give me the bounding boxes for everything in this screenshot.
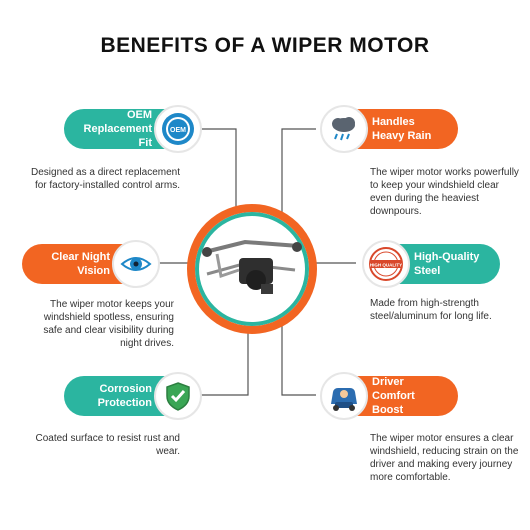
benefit-oem-pill: OEM Replacement Fit OEM: [64, 105, 202, 153]
benefit-night-title: Clear Night Vision: [51, 251, 110, 277]
benefit-corrosion-description: Coated surface to resist rust and wear.: [35, 433, 180, 457]
benefit-rain-title: Handles Heavy Rain: [372, 116, 432, 142]
benefit-oem-title: OEM Replacement Fit: [83, 109, 152, 149]
shield-check-icon: [154, 372, 202, 420]
benefit-steel-description: Made from high-strength steel/aluminum f…: [370, 298, 492, 322]
benefit-oem-description: Designed as a direct replacement for fac…: [31, 167, 180, 191]
benefit-corrosion-title: Corrosion Protection: [97, 383, 152, 409]
quality-stamp-icon: HIGH QUALITY: [362, 240, 410, 288]
quality-badge-text: HIGH QUALITY: [370, 263, 402, 268]
driver-car-icon: [320, 372, 368, 420]
benefit-night-pill: Clear Night Vision: [22, 240, 160, 288]
page-title: BENEFITS OF A WIPER MOTOR: [100, 34, 430, 57]
benefit-comfort-description: The wiper motor ensures a clear windshie…: [370, 433, 519, 483]
benefit-rain-description: The wiper motor works powerfully to keep…: [370, 167, 519, 217]
benefit-rain-pill: Handles Heavy Rain: [320, 105, 458, 153]
eye-icon: [112, 240, 160, 288]
benefit-steel-pill: HIGH QUALITY High-Quality Steel: [362, 240, 500, 288]
benefit-comfort-pill: Driver Comfort Boost: [320, 372, 458, 420]
oem-seal-icon: OEM: [154, 105, 202, 153]
benefit-night-description: The wiper motor keeps your windshield sp…: [43, 299, 174, 349]
wiper-motor-assembly-icon: [202, 239, 302, 294]
oem-badge-text: OEM: [170, 127, 186, 134]
benefit-corrosion-pill: Corrosion Protection: [64, 372, 202, 420]
rain-cloud-icon: [320, 105, 368, 153]
wiper-motor-image: [187, 204, 317, 334]
benefit-steel-title: High-Quality Steel: [414, 251, 480, 277]
benefit-comfort-title: Driver Comfort Boost: [372, 376, 415, 416]
